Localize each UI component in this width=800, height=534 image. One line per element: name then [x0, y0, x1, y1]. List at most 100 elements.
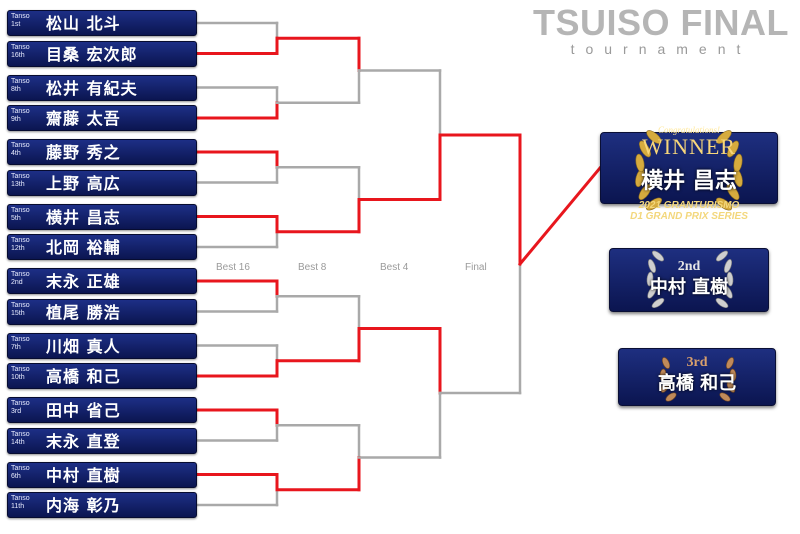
player-name: 末永 直登 — [46, 431, 121, 451]
winner-series-line2: D1 GRAND PRIX SERIES — [630, 211, 748, 222]
player-name: 藤野 秀之 — [46, 143, 121, 162]
winner-emblem: Congratulations! WINNER 横井 昌志 2021 GRANT… — [624, 118, 754, 224]
champion-line — [517, 165, 603, 267]
seed-prefix: Tanso — [11, 464, 30, 472]
player-name: 北岡 裕輔 — [46, 238, 121, 257]
seed-rank: 12th — [11, 245, 25, 252]
seed-rank: 7th — [11, 343, 21, 351]
second-place-name: 中村 直樹 — [649, 277, 729, 298]
seed-rank: 14th — [11, 438, 25, 446]
seed-rank: 16th — [11, 51, 25, 59]
seed-rank: 13th — [11, 180, 25, 188]
winner-label: WINNER — [642, 134, 736, 159]
player-name: 中村 直樹 — [46, 465, 121, 485]
seed-prefix: Tanso — [11, 301, 30, 309]
seed-rank: 15th — [11, 309, 25, 317]
seed-prefix: Tanso — [11, 142, 30, 149]
seed-prefix: Tanso — [11, 206, 30, 214]
player-name: 内海 彰乃 — [46, 496, 121, 515]
third-place-box: 3rd 高橋 和己 — [618, 348, 776, 406]
winner-series-line1: 2021 GRANTURISMO — [638, 200, 740, 211]
third-place-label: 3rd — [686, 355, 708, 370]
player-name: 横井 昌志 — [46, 207, 121, 227]
seed-prefix: Tanso — [11, 43, 30, 51]
seed-prefix: Tanso — [11, 13, 30, 20]
round-label-best4: Best 4 — [380, 262, 409, 273]
seed-rank: 11th — [11, 503, 25, 510]
title-sub: tournament — [570, 41, 752, 57]
player-name: 松山 北斗 — [46, 14, 121, 33]
player-name: 植尾 勝浩 — [46, 302, 121, 322]
seed-prefix: Tanso — [11, 108, 30, 115]
second-place-box: 2nd 中村 直樹 — [609, 248, 769, 312]
silver-wreath-icon — [646, 250, 734, 309]
player-name: 齋藤 太吾 — [46, 109, 121, 128]
bronze-wreath-icon — [659, 357, 737, 402]
seed-prefix: Tanso — [11, 430, 30, 438]
seed-prefix: Tanso — [11, 271, 30, 278]
player-name: 川畑 真人 — [46, 336, 121, 356]
seed-prefix: Tanso — [11, 335, 30, 343]
seed-rank: 3rd — [11, 408, 22, 415]
player-name: 上野 高広 — [46, 173, 121, 193]
seed-prefix: Tanso — [11, 77, 30, 85]
player-name: 末永 正雄 — [46, 272, 121, 291]
player-name: 田中 省己 — [46, 401, 121, 420]
gold-wreath-icon — [635, 130, 743, 211]
title-main: TSUISO FINAL — [533, 2, 789, 43]
third-place-name: 高橋 和己 — [657, 373, 737, 394]
player-name: 目桑 宏次郎 — [46, 44, 138, 64]
winner-name: 横井 昌志 — [641, 169, 737, 194]
winner-congrats: Congratulations! — [657, 125, 720, 135]
player-name: 高橋 和己 — [46, 367, 121, 386]
seed-prefix: Tanso — [11, 237, 30, 244]
seed-prefix: Tanso — [11, 172, 30, 180]
seed-rank: 8th — [11, 85, 21, 93]
seed-prefix: Tanso — [11, 495, 30, 502]
round-label-best16: Best 16 — [216, 262, 250, 273]
seed-rank: 6th — [11, 472, 21, 480]
seed-rank: 2nd — [11, 279, 23, 286]
seed-rank: 5th — [11, 214, 21, 222]
seed-rank: 9th — [11, 116, 21, 123]
seed-rank: 10th — [11, 374, 25, 381]
player-name: 松井 有紀夫 — [46, 78, 138, 98]
winner-box — [600, 132, 778, 204]
seed-prefix: Tanso — [11, 400, 30, 407]
seed-rank: 4th — [11, 150, 21, 157]
second-place-label: 2nd — [677, 259, 701, 274]
